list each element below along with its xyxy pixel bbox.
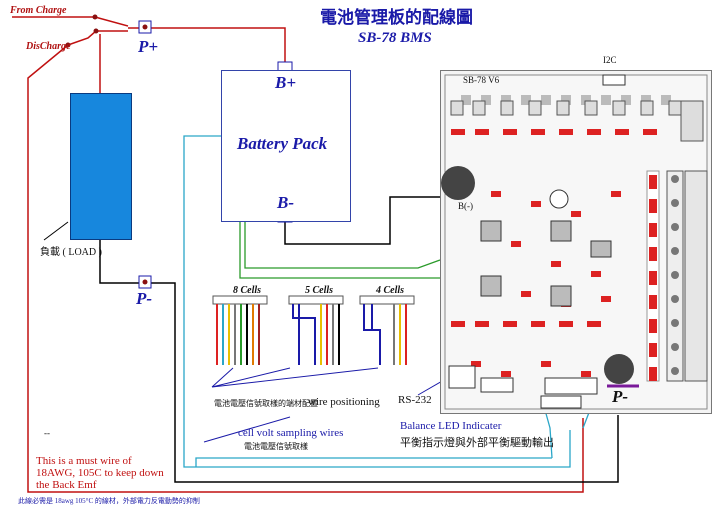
i2c-connector [602, 74, 626, 86]
p-minus-long-black [145, 282, 619, 483]
bottom-buzzer [604, 354, 634, 384]
cells-5-label: 5 Cells [305, 285, 334, 296]
cell-volt-cn: 電池電壓信號取樣 [244, 442, 308, 451]
cell-volt-label: cell volt sampling wires [238, 427, 344, 439]
wire-positioning-cn: 電池電壓信號取樣的端材配置 [214, 399, 318, 408]
diagram-subtitle: SB-78 BMS [358, 30, 432, 46]
discharge-wire [67, 30, 128, 46]
battery-cell [70, 93, 132, 240]
led-connector [480, 377, 514, 393]
board-b-minus: B(-) [458, 201, 473, 211]
balance-led-label: Balance LED Indicater [400, 420, 502, 432]
board-graphic [441, 74, 708, 410]
green-wire-2 [244, 200, 441, 269]
switch-arm [94, 16, 129, 27]
p-minus-label: P- [136, 289, 153, 308]
i2c-label: I2C [603, 55, 617, 65]
bottom-connector [540, 395, 582, 409]
led-connector-2 [544, 377, 598, 395]
battery-to-p-minus [99, 238, 145, 284]
wire-positioning-label: wire positioning [308, 396, 380, 408]
load-label: 負載 ( LOAD ) [40, 247, 102, 258]
right-terminal-column [646, 170, 708, 382]
p-plus-to-bplus-wire [128, 27, 286, 62]
balance-led-cn: 平衡指示燈與外部平衡驅動輸出 [400, 437, 554, 449]
capacitor [549, 189, 569, 209]
ics [480, 220, 612, 307]
b-minus-label: B- [277, 193, 294, 212]
b-plus-label: B+ [275, 73, 297, 92]
red-components [451, 129, 657, 377]
cell-connector-5 [288, 295, 344, 365]
cyan-wire-1 [183, 135, 571, 468]
cell-arrow-1 [211, 367, 379, 388]
dash-mark: -- [44, 428, 50, 438]
cell-connector-8 [212, 295, 268, 365]
wire-warning: This is a must wire of 18AWG, 105C to ke… [36, 455, 164, 491]
battery-pack-label: Battery Pack [237, 134, 328, 153]
from-charge-label: From Charge [10, 5, 67, 16]
cell-volt-arrow [203, 416, 291, 443]
load-arrow [43, 221, 69, 241]
battery-pack-box [221, 70, 351, 222]
bms-board [440, 70, 712, 414]
rs232-arrow [417, 379, 445, 396]
cyan-wire-2 [195, 457, 552, 467]
board-p-minus: P- [612, 387, 629, 406]
discharge-label: DisCharge [26, 41, 71, 52]
long-red-loop [27, 44, 584, 493]
top-connectors [461, 95, 671, 105]
rs232-label: RS-232 [398, 394, 432, 406]
buzzer [441, 166, 475, 200]
p-plus-label: P+ [138, 37, 159, 56]
diagram-title: 電池管理板的配線圖 [320, 8, 473, 28]
top-transistors [450, 100, 704, 142]
wire-warning-cn: 此線必需是 18awg 105°C 的線材，外部電力反電動勢的抑制 [18, 497, 200, 505]
rs232-connector [448, 365, 476, 389]
cell-connector-4 [359, 295, 415, 365]
green-wire-1 [239, 200, 440, 279]
cells-4-label: 4 Cells [376, 285, 405, 296]
cells-8-label: 8 Cells [233, 285, 262, 296]
board-name: SB-78 V6 [463, 75, 500, 85]
bminus-to-board [284, 196, 440, 245]
